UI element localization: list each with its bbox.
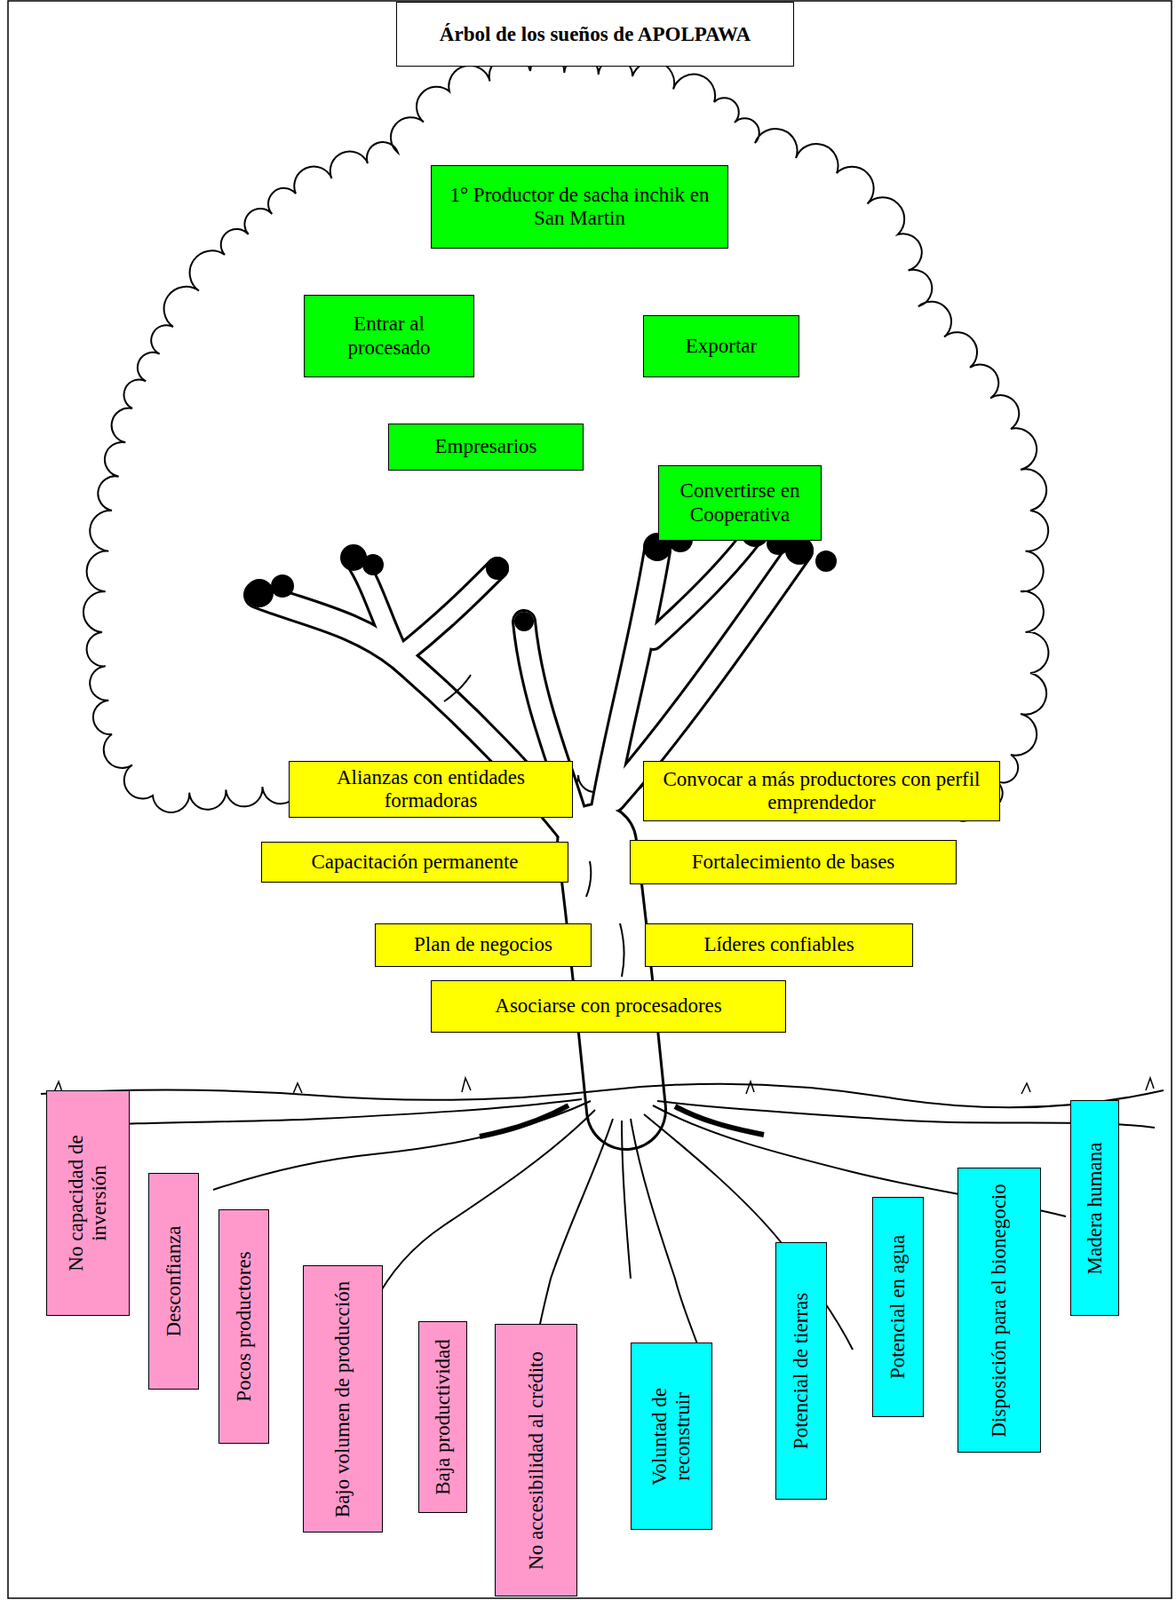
strategy-box: Asociarse con procesadores [430, 980, 787, 1033]
dream-box: Exportar [643, 315, 800, 378]
box-text: Desconfianza [161, 1180, 185, 1383]
page-frame [7, 0, 1172, 1599]
box-text: Convertirse en Cooperativa [665, 479, 815, 527]
root-box: Desconfianza [148, 1173, 199, 1391]
foliage-clump [485, 556, 509, 581]
foliage-clump [815, 550, 837, 573]
box-text: Alianzas con entidades formadoras [295, 766, 566, 814]
strategy-box: Plan de negocios [374, 923, 592, 968]
root-line [621, 1120, 631, 1280]
title-text: Árbol de los sueños de APOLPAWA [439, 23, 751, 47]
box-text: Fortalecimiento de bases [636, 850, 950, 875]
root-box: Potencial de tierras [775, 1242, 827, 1501]
root-line [71, 1099, 582, 1129]
root-stub [479, 1105, 569, 1137]
box-text: No capacidad de inversión [64, 1097, 112, 1310]
branch-fill [524, 621, 587, 853]
tree-crown [83, 55, 1049, 822]
root-box: No accesibilidad al crédito [494, 1324, 578, 1598]
box-text: Madera humana [1082, 1107, 1106, 1310]
box-text: Plan de negocios [381, 933, 585, 957]
root-line [373, 1110, 596, 1306]
box-text: 1° Productor de sacha inchik en San Mart… [437, 183, 722, 231]
foliage-clump [514, 611, 534, 632]
branch-outline [399, 568, 498, 658]
root-box: Baja productividad [418, 1321, 468, 1514]
tree-branches [257, 532, 800, 1111]
grass-tuft [53, 1078, 1154, 1095]
foliage-clump [362, 554, 384, 576]
box-text: Potencial en agua [886, 1204, 910, 1411]
title-box: Árbol de los sueños de APOLPAWA [396, 1, 795, 67]
box-text: Empresarios [395, 435, 577, 459]
root-box: No capacidad de inversión [46, 1090, 130, 1317]
box-text: Entrar al procesado [310, 312, 468, 360]
root-box: Pocos productores [218, 1209, 270, 1445]
strategy-box: Capacitación permanente [261, 842, 569, 883]
foliage-clump [270, 574, 294, 598]
box-text: Líderes confiables [651, 933, 906, 957]
box-text: Pocos productores [231, 1216, 255, 1438]
dream-box: 1° Productor de sacha inchik en San Mart… [430, 165, 729, 249]
box-text: Potencial de tierras [789, 1249, 813, 1494]
dream-box: Convertirse en Cooperativa [658, 465, 822, 541]
box-text: Baja productividad [430, 1328, 454, 1507]
strategy-box: Fortalecimiento de bases [629, 840, 957, 885]
root-box: Disposición para el bionegocio [957, 1168, 1041, 1454]
root-stub [675, 1106, 764, 1136]
strategy-box: Alianzas con entidades formadoras [288, 761, 573, 819]
box-text: Asociarse con procesadores [437, 994, 779, 1018]
branch-fill [399, 568, 498, 658]
root-box: Bajo volumen de producción [302, 1265, 383, 1534]
box-text: Voluntad de reconstruir [648, 1350, 696, 1524]
root-box: Potencial en agua [872, 1197, 924, 1418]
box-text: Disposición para el bionegocio [987, 1175, 1011, 1447]
box-text: No accesibilidad al crédito [524, 1331, 548, 1590]
ground-line [40, 1084, 1164, 1109]
strategy-box: Líderes confiables [644, 923, 914, 968]
dream-box: Empresarios [388, 423, 584, 471]
foliage-clump [245, 579, 274, 608]
box-text: Capacitación permanente [268, 850, 562, 875]
dream-box: Entrar al procesado [303, 294, 475, 378]
box-text: Exportar [650, 334, 793, 358]
box-text: Bajo volumen de producción [331, 1272, 355, 1526]
root-box: Voluntad de reconstruir [630, 1342, 713, 1531]
root-box: Madera humana [1070, 1100, 1120, 1317]
strategy-box: Convocar a más productores con perfil em… [643, 761, 1001, 822]
box-text: Convocar a más productores con perfil em… [650, 768, 994, 816]
